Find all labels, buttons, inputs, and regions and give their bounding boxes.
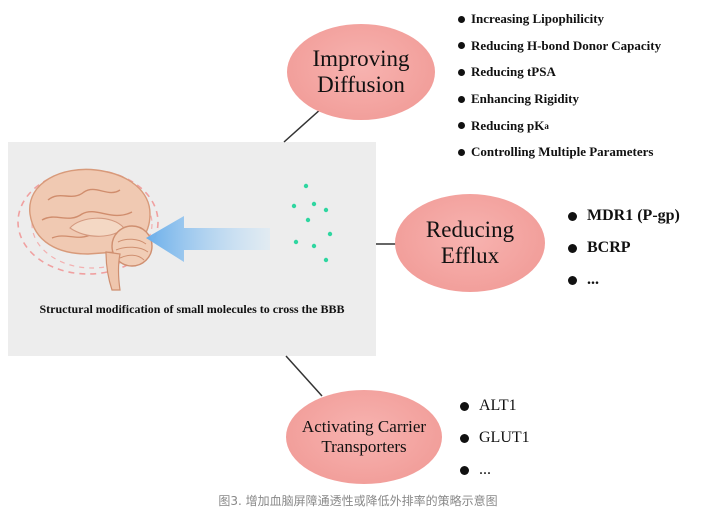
brain-stem: [105, 251, 121, 291]
node-improving-diffusion: Improving Diffusion: [287, 24, 435, 120]
panel-caption: Structural modification of small molecul…: [39, 302, 345, 316]
bullet-icon: [458, 122, 465, 130]
cerebellum-fold: [115, 238, 149, 261]
brain-illustration: [17, 168, 333, 291]
list-item: Increasing Lipophilicity: [458, 6, 661, 33]
node-label-line: Improving: [312, 45, 410, 71]
connectors: [283, 107, 398, 397]
bullet-icon: [458, 148, 465, 156]
brain-cerebellum: [111, 225, 153, 267]
list-item: BCRP: [568, 232, 680, 264]
bullet-icon: [458, 68, 465, 76]
brain-fold: [41, 211, 133, 221]
figure-caption: 图3. 增加血脑屏障通透性或降低外排率的策略示意图: [218, 494, 498, 508]
list-item: Reducing tPSA: [458, 59, 661, 86]
carrier-transporters-list: ALT1 GLUT1 ...: [460, 390, 530, 486]
connector-carrier: [285, 355, 323, 397]
bullet-icon: [568, 243, 577, 253]
connector-diffusion: [283, 107, 323, 143]
list-item: Controlling Multiple Parameters: [458, 139, 661, 166]
node-label-line: Activating Carrier: [301, 417, 427, 437]
diffusion-strategies-list: Increasing Lipophilicity Reducing H-bond…: [458, 6, 661, 166]
node-label-line: Transporters: [321, 437, 407, 456]
list-item: GLUT1: [460, 422, 530, 454]
node-reducing-efflux: Reducing Efflux: [395, 194, 545, 292]
list-item: ALT1: [460, 390, 530, 422]
list-item: Reducing H-bond Donor Capacity: [458, 33, 661, 60]
arrow-icon: [146, 216, 270, 262]
list-item: Enhancing Rigidity: [458, 86, 661, 113]
node-label-line: Efflux: [440, 243, 500, 268]
bullet-icon: [458, 95, 465, 103]
strategy-diagram: Structural modification of small molecul…: [8, 6, 680, 486]
list-item: ...: [568, 264, 680, 296]
brain-fold: [47, 188, 121, 201]
bullet-icon: [458, 15, 465, 23]
bullet-icon: [458, 42, 465, 50]
list-item: MDR1 (P-gp): [568, 200, 680, 232]
bullet-icon: [460, 401, 469, 411]
pka-subscript: a: [544, 120, 549, 131]
bullet-icon: [568, 211, 577, 221]
node-activating-carrier-transporters: Activating Carrier Transporters: [286, 390, 442, 484]
node-label-line: Diffusion: [317, 72, 405, 97]
bullet-icon: [568, 275, 577, 285]
bullet-icon: [460, 465, 469, 475]
bullet-icon: [460, 433, 469, 443]
list-item: ...: [460, 454, 530, 486]
efflux-targets-list: MDR1 (P-gp) BCRP ...: [568, 200, 680, 296]
node-label-line: Reducing: [425, 216, 515, 242]
illustration-panel: [8, 142, 376, 356]
molecule-dots: [291, 183, 333, 263]
